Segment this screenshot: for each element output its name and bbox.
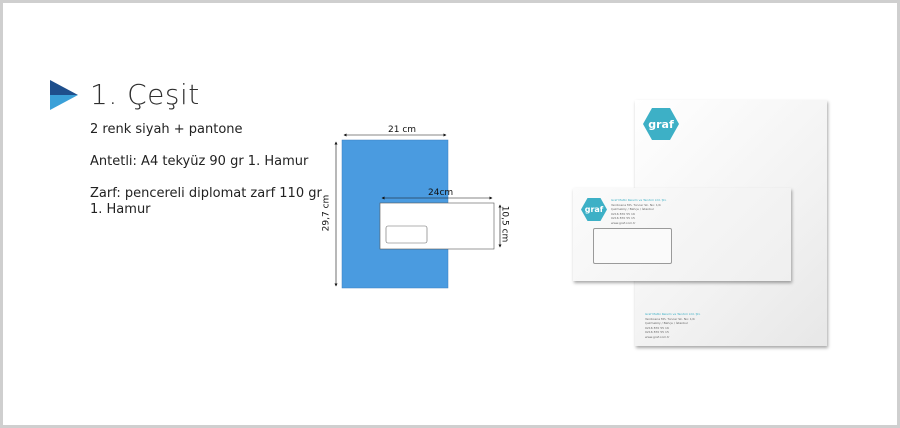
- description-envelope: Zarf: pencereli diplomat zarf 110 gr 1. …: [90, 186, 322, 217]
- envelope-mockup: graf Graf Matbi Reisim ve Tanıtım Ltd. Ş…: [573, 188, 791, 281]
- title-row: 1. Çeşit: [50, 78, 200, 111]
- page-title: 1. Çeşit: [90, 78, 200, 111]
- a4-height-label: 29,7 cm: [321, 194, 332, 232]
- graf-logo: graf: [643, 108, 679, 140]
- graf-logo-small: graf: [581, 198, 607, 221]
- envelope-window: [593, 228, 672, 264]
- a4-width-label: 21 cm: [388, 125, 417, 135]
- stationery-mockup: graf Graf Matbi Reisim ve Tanıtım Ltd. Ş…: [560, 95, 840, 360]
- letterhead-contact: Graf Matbi Reisim ve Tanıtım Ltd. Şti. Y…: [645, 312, 701, 339]
- envelope-height-label: 10,5 cm: [499, 205, 510, 243]
- envelope-width-label: 24cm: [428, 188, 454, 198]
- envelope-window-outline: [385, 225, 428, 244]
- description-colors: 2 renk siyah + pantone: [90, 122, 243, 137]
- play-arrow-icon: [50, 79, 78, 110]
- description-letterhead: Antetli: A4 tekyüz 90 gr 1. Hamur: [90, 154, 309, 169]
- envelope-contact: Graf Matbi Reisim ve Tanıtım Ltd. Şti. Y…: [611, 198, 667, 225]
- size-diagram: 21 cm 29,7 cm 24cm 10,5 cm: [320, 120, 520, 300]
